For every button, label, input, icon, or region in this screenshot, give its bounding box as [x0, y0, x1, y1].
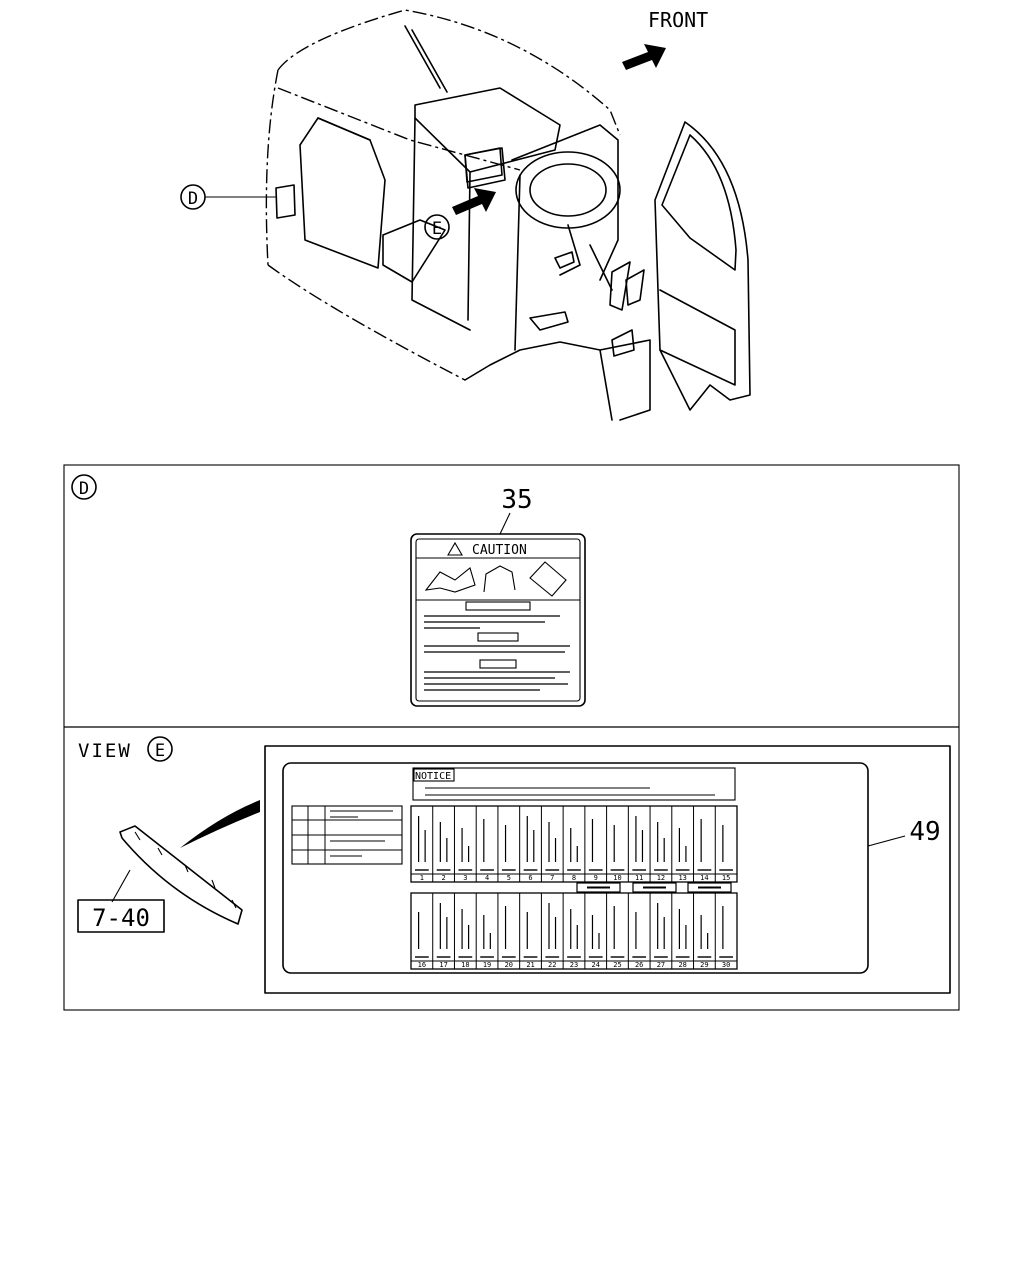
fuse-number: 3 [463, 874, 467, 882]
spare-fuse-holder [687, 882, 732, 893]
fuse-number: 9 [594, 874, 598, 882]
fuse-number: 6 [528, 874, 532, 882]
fuse-number: 20 [505, 961, 513, 969]
panel-d-circle [71, 474, 97, 500]
callout-e-circle [424, 214, 450, 240]
fuse-number: 5 [507, 874, 511, 882]
panel-e-letter: E [155, 741, 165, 761]
detail-panel-frame [63, 464, 960, 1011]
front-arrow [622, 44, 666, 70]
fuse-number: 2 [441, 874, 445, 882]
caution-title: CAUTION [472, 543, 527, 558]
fuse-number: 25 [613, 961, 621, 969]
fuse-number: 19 [483, 961, 491, 969]
fuse-number: 17 [439, 961, 447, 969]
fuse-number: 13 [678, 874, 686, 882]
view-pointer [180, 800, 260, 848]
fuse-number: 22 [548, 961, 556, 969]
fuse-number: 10 [613, 874, 621, 882]
callout-d-letter: D [188, 189, 198, 209]
front-label: FRONT [648, 8, 708, 32]
sticker-d-location [275, 184, 296, 219]
pictogram-seat-icon [424, 567, 476, 593]
view-word: VIEW [78, 740, 132, 762]
fuse-number: 7 [550, 874, 554, 882]
fuse-box-cover [119, 825, 243, 925]
fuse-row-top [410, 805, 738, 883]
fuse-number: 23 [570, 961, 578, 969]
panel-d: D 35 CAUTION [71, 474, 586, 707]
fuse-number: 26 [635, 961, 643, 969]
notice-title: NOTICE [415, 771, 451, 782]
fuse-number: 12 [657, 874, 665, 882]
fuse-number: 30 [722, 961, 730, 969]
fuse-row-bottom [410, 892, 738, 970]
notice-label [282, 762, 869, 974]
fuse-number: 14 [700, 874, 708, 882]
fuse-number: 8 [572, 874, 576, 882]
pictogram-cover-icon [529, 561, 567, 597]
fuse-number: 29 [700, 961, 708, 969]
fuse-number: 1 [420, 874, 424, 882]
sticker-e-location [464, 147, 503, 183]
fuse-number: 28 [678, 961, 686, 969]
panel-e: VIEW E 7-40 49 NOTICE [77, 736, 951, 994]
notice-header [412, 767, 736, 801]
fuse-number: 16 [418, 961, 426, 969]
part-number-35: 35 [501, 485, 532, 515]
notice-frame [264, 745, 951, 994]
fuse-number: 11 [635, 874, 643, 882]
fuse-number: 27 [657, 961, 665, 969]
fuse-number: 4 [485, 874, 489, 882]
spare-fuse-holder [576, 882, 621, 893]
fuse-number: 21 [526, 961, 534, 969]
warning-triangle-icon [447, 541, 463, 556]
fuse-number: 24 [592, 961, 600, 969]
reference-box [77, 899, 165, 933]
part-number-49: 49 [909, 817, 940, 847]
caution-label [410, 533, 586, 707]
panel-e-circle [147, 736, 173, 762]
panel-d-letter: D [79, 479, 89, 499]
view-e-arrow [452, 188, 496, 215]
callout-e-letter: E [432, 219, 442, 239]
cab-interior-drawing: FRONT D E [180, 8, 751, 421]
fuse-number: 18 [461, 961, 469, 969]
fuse-number: 15 [722, 874, 730, 882]
reference-label: 7-40 [92, 904, 150, 932]
pictogram-seat-back-icon [483, 565, 516, 593]
spare-fuse-holder [632, 882, 677, 893]
